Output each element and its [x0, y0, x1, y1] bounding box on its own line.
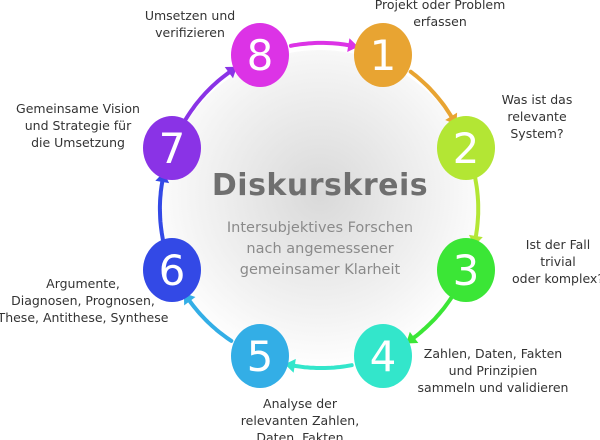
step-circle — [354, 23, 412, 87]
step-number: 2 — [453, 124, 480, 173]
step-8-label: Umsetzen und verifizieren — [145, 7, 235, 41]
arrow-1-to-2 — [408, 69, 455, 120]
label-line: relevante — [507, 109, 567, 124]
arrow-7-to-8 — [183, 69, 233, 122]
arrow-8-to-1 — [288, 40, 353, 48]
diagram-title: Diskurskreis — [211, 168, 429, 203]
subtitle-line: gemeinsamer Klarheit — [239, 262, 401, 278]
label-line: relevanten Zahlen, — [240, 413, 360, 428]
diagram-subtitle: Intersubjektives Forschen nach angemesse… — [227, 218, 413, 281]
step-5-node: 5 — [231, 324, 289, 388]
step-number: 3 — [453, 246, 480, 295]
step-1-label: Projekt oder Problem erfassen — [375, 0, 506, 30]
arrow-2-to-3 — [473, 176, 481, 240]
step-4-node: 4 — [354, 324, 412, 388]
subtitle-line: Intersubjektives Forschen — [226, 220, 414, 236]
label-line: trivial — [540, 254, 576, 269]
step-6-label: Argumente, Diagnosen, Prognosen, These, … — [0, 275, 168, 326]
label-line: sammeln und validieren — [417, 380, 569, 395]
label-line: Gemeinsame Vision — [16, 101, 140, 116]
label-line: System? — [510, 126, 564, 141]
step-number: 7 — [159, 124, 186, 173]
arrowhead — [224, 66, 237, 79]
label-line: und Prinzipien — [448, 363, 538, 378]
step-circle — [231, 23, 289, 87]
center-circle — [160, 50, 480, 370]
label-line: Umsetzen und — [144, 8, 236, 23]
step-circle — [143, 238, 201, 302]
label-line: die Umsetzung — [31, 135, 125, 150]
label-line: erfassen — [413, 14, 467, 29]
step-circle — [354, 324, 412, 388]
arrow-5-to-6 — [186, 297, 234, 343]
step-circle — [437, 116, 495, 180]
label-line: Analyse der — [263, 396, 337, 411]
step-3-node: 3 — [437, 238, 495, 302]
arrow-6-to-7 — [157, 178, 165, 242]
step-number: 6 — [159, 246, 186, 295]
arrowhead — [284, 358, 296, 373]
step-2-node: 2 — [437, 116, 495, 180]
label-line: Diagnosen, Prognosen, — [11, 293, 155, 308]
arrowhead — [406, 331, 419, 344]
step-8-node: 8 — [231, 23, 289, 87]
label-line: Daten, Fakten — [256, 430, 344, 440]
label-line: Projekt oder Problem — [374, 0, 506, 12]
step-4-label: Zahlen, Daten, Fakten und Prinzipien sam… — [418, 345, 569, 396]
step-number: 8 — [247, 31, 274, 80]
step-3-label: Ist der Fall trivial oder komplex? — [512, 236, 600, 287]
label-line: These, Antithese, Synthese — [0, 310, 169, 325]
step-number: 1 — [370, 31, 397, 80]
label-line: und Strategie für — [24, 118, 132, 133]
step-circle — [437, 238, 495, 302]
step-2-label: Was ist das relevante System? — [502, 91, 573, 142]
step-circle — [143, 116, 201, 180]
arrow-3-to-4 — [410, 296, 453, 341]
label-line: verifizieren — [155, 25, 225, 40]
step-number: 5 — [247, 332, 274, 381]
step-number: 4 — [370, 332, 397, 381]
label-line: Ist der Fall — [525, 237, 591, 252]
subtitle-line: nach angemessener — [246, 241, 394, 257]
label-line: Zahlen, Daten, Fakten — [423, 346, 563, 361]
step-1-node: 1 — [354, 23, 412, 87]
step-6-node: 6 — [143, 238, 201, 302]
step-circle — [231, 324, 289, 388]
step-7-label: Gemeinsame Vision und Strategie für die … — [16, 100, 140, 151]
label-line: Argumente, — [46, 276, 120, 291]
label-line: oder komplex? — [512, 271, 600, 286]
arrowhead — [347, 38, 359, 53]
arrow-4-to-5 — [290, 363, 354, 370]
label-line: Was ist das — [501, 92, 573, 107]
step-7-node: 7 — [143, 116, 201, 180]
step-5-label: Analyse der relevanten Zahlen, Daten, Fa… — [241, 395, 359, 440]
